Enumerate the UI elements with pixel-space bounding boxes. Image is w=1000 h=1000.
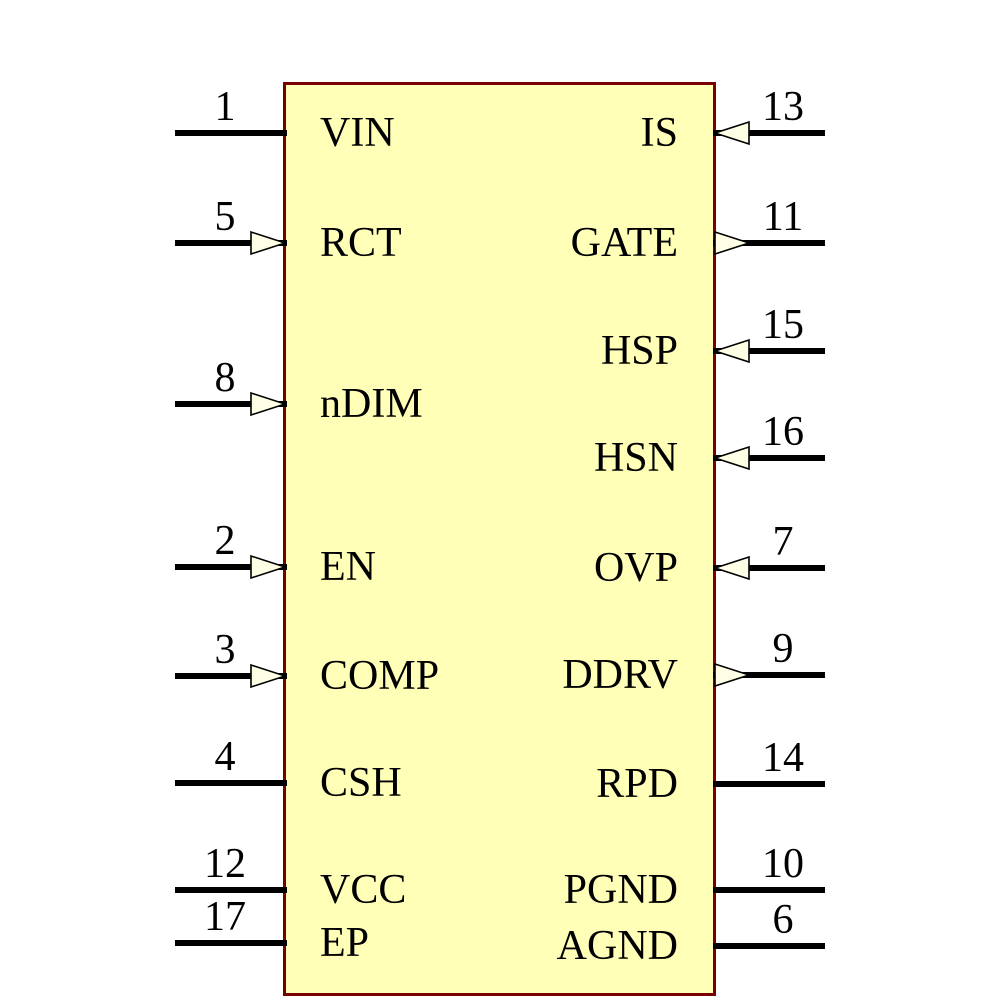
pin-number-ovp: 7 (772, 519, 794, 565)
pin-number-vin: 1 (214, 84, 236, 130)
pin-line-csh (175, 780, 287, 786)
pin-line-vcc (175, 887, 287, 893)
pin-label-rpd: RPD (596, 761, 678, 807)
pin-number-hsp: 15 (762, 302, 804, 348)
pin-number-comp: 3 (214, 627, 236, 673)
pin-number-pgnd: 10 (762, 841, 804, 887)
pin-label-ndim: nDIM (320, 381, 423, 427)
pin-number-rpd: 14 (762, 735, 804, 781)
ic-body (283, 82, 716, 996)
pin-line-pgnd (713, 887, 825, 893)
pin-label-agnd: AGND (556, 923, 678, 969)
pin-number-csh: 4 (214, 734, 236, 780)
pin-number-ddrv: 9 (772, 626, 794, 672)
pin-line-rct (175, 240, 287, 246)
input-arrow-icon (712, 120, 750, 146)
pin-line-rpd (713, 781, 825, 787)
pin-line-en (175, 564, 287, 570)
pin-label-hsp: HSP (600, 328, 678, 374)
pin-label-ovp: OVP (593, 545, 678, 591)
input-arrow-icon (712, 555, 750, 581)
pin-line-hsp (713, 348, 825, 354)
pin-number-gate: 11 (762, 194, 804, 240)
pin-number-is: 13 (762, 84, 804, 130)
input-arrow-icon (250, 663, 288, 689)
pin-label-vcc: VCC (320, 867, 407, 913)
pin-line-ddrv (713, 672, 825, 678)
pin-line-is (713, 130, 825, 136)
pin-line-gate (713, 240, 825, 246)
pin-label-comp: COMP (320, 653, 440, 699)
pin-label-gate: GATE (570, 220, 678, 266)
pin-label-pgnd: PGND (563, 867, 678, 913)
input-arrow-icon (250, 230, 288, 256)
pin-line-comp (175, 673, 287, 679)
pin-number-en: 2 (214, 518, 236, 564)
pin-label-is: IS (640, 110, 678, 156)
pin-number-ndim: 8 (214, 355, 236, 401)
pin-label-csh: CSH (320, 760, 402, 806)
pin-line-vin (175, 130, 287, 136)
pin-label-hsn: HSN (593, 435, 678, 481)
pin-line-ep (175, 940, 287, 946)
pin-line-ndim (175, 401, 287, 407)
pin-label-ep: EP (320, 920, 370, 966)
input-arrow-icon (712, 445, 750, 471)
pin-number-hsn: 16 (762, 409, 804, 455)
pin-number-vcc: 12 (204, 841, 246, 887)
pin-line-hsn (713, 455, 825, 461)
pin-line-ovp (713, 565, 825, 571)
pin-line-agnd (713, 943, 825, 949)
pin-label-ddrv: DDRV (562, 652, 678, 698)
input-arrow-icon (712, 338, 750, 364)
pin-label-rct: RCT (320, 220, 402, 266)
output-arrow-icon (714, 662, 752, 688)
pin-label-vin: VIN (320, 110, 395, 156)
input-arrow-icon (250, 391, 288, 417)
pin-number-agnd: 6 (772, 897, 794, 943)
input-arrow-icon (250, 554, 288, 580)
pin-number-ep: 17 (204, 894, 246, 940)
output-arrow-icon (714, 230, 752, 256)
pin-number-rct: 5 (214, 194, 236, 240)
pin-label-en: EN (320, 544, 376, 590)
